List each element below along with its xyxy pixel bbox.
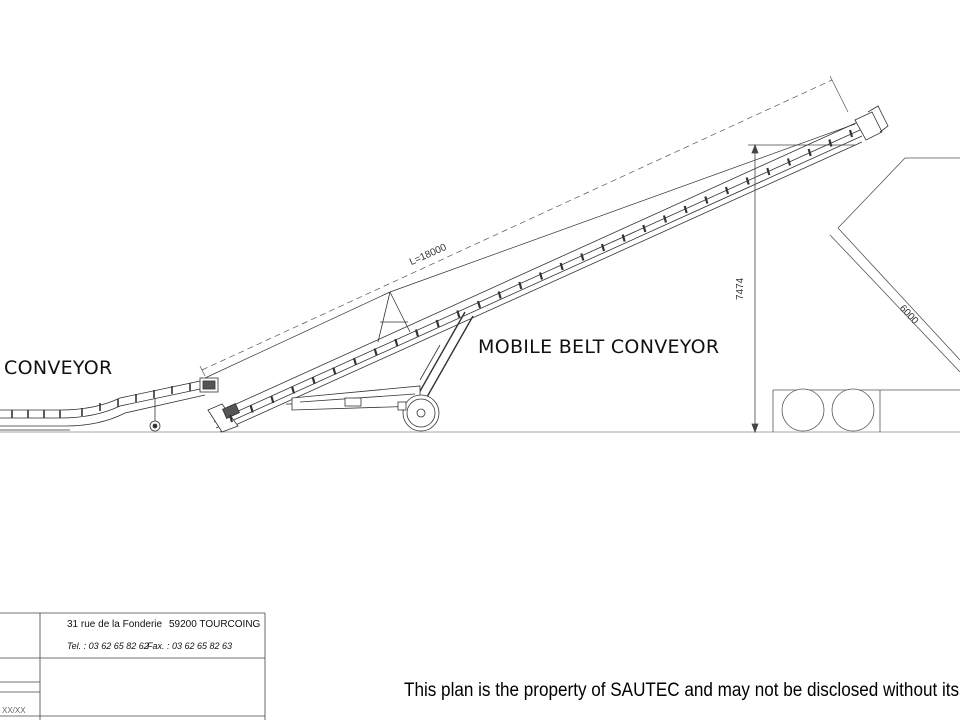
conveyor-roller — [332, 367, 337, 375]
conveyor-roller — [373, 348, 378, 356]
conveyor-roller — [766, 167, 771, 176]
conveyor-roller — [600, 243, 606, 252]
conveyor-roller — [476, 300, 482, 309]
reference-code: XX/XX — [2, 706, 26, 715]
conveyor-roller — [724, 186, 730, 195]
phone-line: Tel. : 03 62 65 82 62 — [67, 641, 149, 651]
conveyor-roller — [848, 129, 854, 138]
conveyor-roller — [683, 205, 688, 214]
conveyor-roller — [704, 196, 709, 204]
city-line: 59200 TOURCOING — [169, 619, 261, 630]
conveyor-roller — [621, 234, 626, 242]
main-conveyor-label: MOBILE BELT CONVEYOR — [478, 336, 720, 358]
conveyor-roller — [559, 262, 564, 271]
conveyor-roller — [394, 338, 399, 347]
conveyor-roller — [414, 329, 420, 337]
main-conveyor — [204, 105, 889, 433]
conveyor-roller — [311, 376, 316, 385]
feeder-conveyor — [0, 377, 219, 432]
conveyor-roller — [228, 414, 234, 423]
conveyor-roller — [249, 405, 254, 413]
length-dimension — [199, 75, 849, 377]
conveyor-roller — [745, 177, 750, 185]
conveyor-roller — [518, 281, 523, 290]
conveyor-roller — [786, 158, 792, 166]
conveyor-roller — [456, 310, 461, 318]
conveyor-roller — [435, 319, 440, 328]
conveyor-roller — [497, 291, 502, 299]
conveyor-roller — [538, 272, 544, 280]
conveyor-roller — [807, 148, 812, 157]
address-line: 31 rue de la Fonderie — [67, 619, 163, 630]
title-block — [0, 612, 266, 720]
conveyor-roller — [828, 139, 833, 147]
property-notice: This plan is the property of SAUTEC and … — [404, 680, 960, 701]
height-dimension-label: 7474 — [735, 277, 746, 300]
conveyor-roller — [270, 395, 275, 404]
conveyor-roller — [642, 224, 647, 233]
conveyor-roller — [580, 253, 585, 261]
truck — [772, 157, 960, 432]
conveyor-roller — [352, 357, 358, 366]
height-dimension — [748, 143, 855, 434]
conveyor-roller — [290, 386, 296, 394]
fax-line: Fax. : 03 62 65 82 63 — [147, 641, 233, 651]
conveyor-roller — [662, 215, 668, 223]
left-conveyor-label: CONVEYOR — [4, 357, 113, 379]
